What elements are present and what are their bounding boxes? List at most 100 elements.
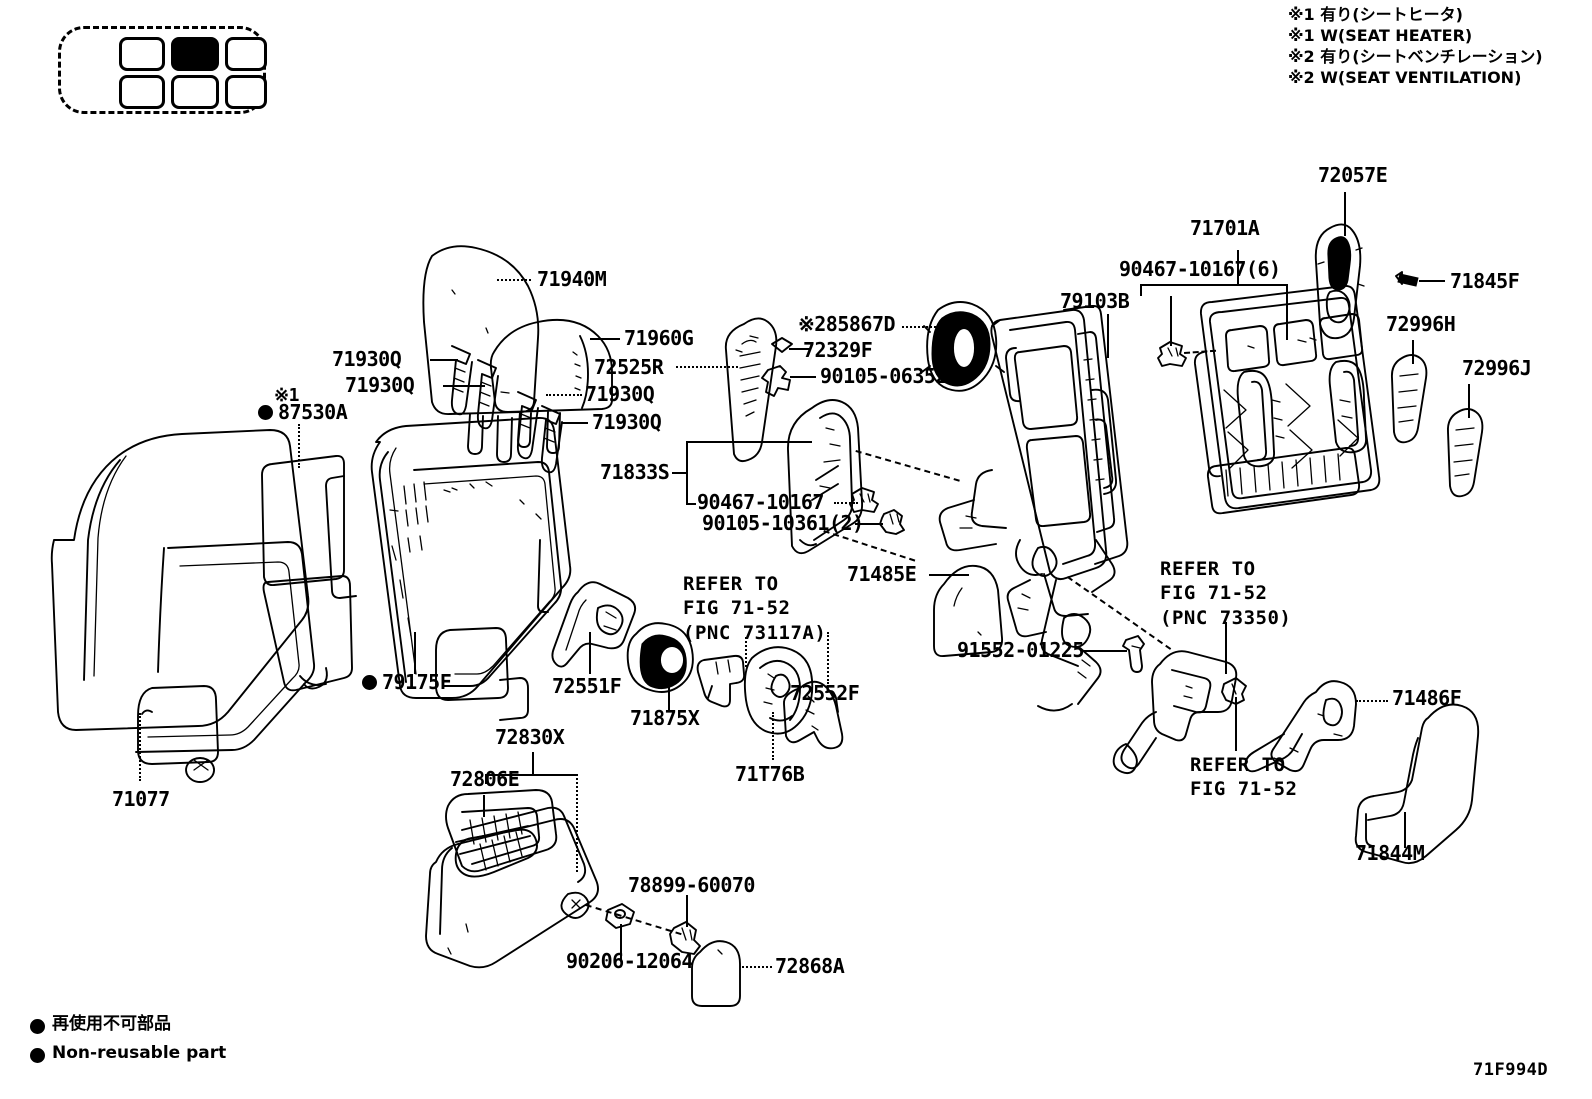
- label-72551F: 72551F: [552, 674, 622, 698]
- leader-71930Q-d: [562, 422, 588, 424]
- label-71940M: 71940M: [537, 267, 607, 291]
- leader-90105-06352: [790, 376, 816, 378]
- part-cover-71844M: [1356, 705, 1478, 864]
- label-90467-10167: 90467-10167: [697, 490, 824, 514]
- leader-72329F: [789, 348, 809, 350]
- label-72552F: 72552F: [790, 681, 860, 705]
- label-91552-01225: 91552-01225: [957, 638, 1084, 662]
- label-72806E: 72806E: [450, 767, 520, 791]
- leader-71845F: [1419, 280, 1445, 282]
- leader-90467-10167: [834, 502, 858, 504]
- label-71486F: 71486F: [1392, 686, 1462, 710]
- part-pad-72996J: [1448, 409, 1482, 496]
- leader-71844M: [1404, 812, 1406, 848]
- part-seatback-cover-71077: [52, 430, 314, 782]
- label-71T76B: 71T76B: [735, 762, 805, 786]
- part-bolt-73350-lower: [1222, 678, 1246, 704]
- leader-71701A-left: [1140, 284, 1142, 296]
- leader-71833S-top: [686, 441, 812, 443]
- legend-non-reusable-en: Non-reusable part: [52, 1043, 227, 1063]
- leader-71833S-stem: [672, 472, 686, 474]
- label-71960G: 71960G: [624, 326, 694, 350]
- label-71930Q-c: 71930Q: [585, 382, 655, 406]
- leader-71833S-vert: [686, 441, 688, 503]
- part-clip-90467-10167: [850, 488, 878, 512]
- part-cap-72868A: [692, 941, 740, 1006]
- leader-71833S-bot: [686, 503, 696, 505]
- part-cover-72551F: [552, 582, 635, 666]
- bullet-79175F: [362, 675, 377, 690]
- assembly-line-71701A: [1184, 349, 1217, 354]
- leader-91552-01225: [1083, 650, 1127, 652]
- note-seat-heater-jp: ※1 有り(シートヒータ): [1288, 5, 1463, 24]
- part-screw-90105-10361: [880, 510, 904, 534]
- label-71485E: 71485E: [847, 562, 917, 586]
- label-71845F: 71845F: [1450, 269, 1520, 293]
- label-72525R: 72525R: [594, 355, 664, 379]
- part-headrest-guide-72525R: [726, 318, 777, 461]
- label-refer-7152: REFER TO FIG 71-52: [1190, 754, 1298, 801]
- leader-90467-10167-6: [1170, 296, 1172, 346]
- bullet-legend-jp: [30, 1019, 45, 1034]
- leader-71960G: [590, 338, 620, 340]
- leader-71930Q-b: [443, 385, 485, 387]
- legend-non-reusable-jp: 再使用不可部品: [52, 1014, 171, 1034]
- figure-code: 71F994D: [1473, 1060, 1549, 1080]
- leader-72551F: [589, 632, 591, 674]
- label-71930Q-a: 71930Q: [332, 347, 402, 371]
- bullet-87530A: [258, 405, 273, 420]
- leader-71930Q-c: [546, 394, 582, 396]
- leader-73350: [1225, 622, 1227, 674]
- leader-90206-12064: [620, 924, 622, 960]
- leader-72057E: [1344, 192, 1346, 236]
- label-72868A: 72868A: [775, 954, 845, 978]
- leader-72830X-top: [485, 774, 576, 776]
- leader-71875X: [668, 680, 670, 712]
- leader-71940M: [497, 279, 531, 281]
- label-71875X: 71875X: [630, 706, 700, 730]
- part-bracket-73117A: [698, 656, 745, 707]
- part-bolts-71930Q: [452, 346, 562, 472]
- part-cupholder-72806E: [446, 790, 556, 871]
- leader-87530A: [298, 424, 300, 468]
- note-seat-ventilation-en: ※2 W(SEAT VENTILATION): [1288, 68, 1522, 87]
- label-90105-06352: 90105-06352: [820, 364, 947, 388]
- leader-71486F: [1356, 700, 1388, 702]
- note-seat-heater-en: ※1 W(SEAT HEATER): [1288, 26, 1473, 45]
- seat-position-diagram: [58, 26, 267, 114]
- seat-cell-front-right: [119, 75, 165, 109]
- leader-71701A-stem: [1237, 250, 1239, 284]
- label-90467-10167-6: 90467-10167(6): [1119, 257, 1281, 281]
- label-72996J: 72996J: [1462, 356, 1532, 380]
- label-87530A: 87530A: [278, 400, 348, 424]
- assembly-line-armrest: [585, 904, 682, 936]
- bullet-legend-en: [30, 1048, 45, 1063]
- leader-71701A-top: [1140, 284, 1286, 286]
- label-refer-73350: REFER TO FIG 71-52 (PNC 73350): [1160, 558, 1292, 629]
- leader-71485E: [929, 574, 969, 576]
- leader-72830X-right: [576, 774, 578, 872]
- label-71844M: 71844M: [1355, 841, 1425, 865]
- label-90206-12064: 90206-12064: [566, 949, 693, 973]
- label-78899-60070: 78899-60070: [628, 873, 755, 897]
- leader-71701A-right: [1286, 284, 1288, 340]
- leader-71077: [139, 713, 141, 781]
- leader-7152-lower: [1235, 697, 1237, 751]
- leader-72525R: [676, 366, 738, 368]
- leader-72868A: [742, 966, 772, 968]
- label-285867D: ※285867D: [798, 312, 896, 336]
- leader-79175F: [414, 632, 416, 674]
- leader-72996J: [1468, 384, 1470, 418]
- part-pad-72996H: [1392, 355, 1426, 442]
- part-bolt-91552-01225: [1123, 636, 1144, 672]
- leader-72830X-left: [485, 774, 487, 784]
- label-72996H: 72996H: [1386, 312, 1456, 336]
- part-screw-90105-06352: [762, 366, 790, 396]
- seat-cell-front-left: [119, 37, 165, 71]
- seat-cell-rear-right: [225, 75, 267, 109]
- assembly-line-71833S: [855, 450, 960, 482]
- label-71077: 71077: [112, 787, 170, 811]
- leader-72996H: [1412, 340, 1414, 364]
- leader-71930Q-a: [430, 359, 458, 361]
- leader-73117A: [745, 637, 747, 667]
